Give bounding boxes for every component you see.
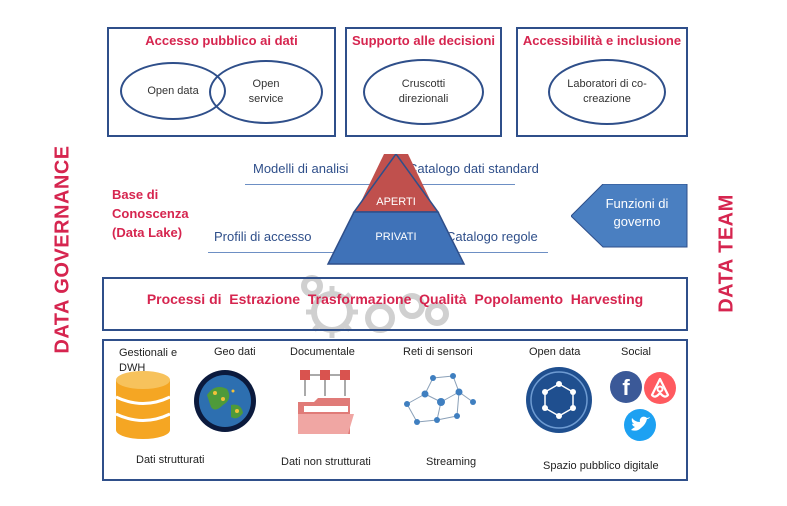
funzioni-governo-label: Funzioni di governo	[605, 196, 669, 230]
airbnb-icon	[644, 372, 676, 404]
group-dati-non-strutturati: Dati non strutturati	[281, 456, 371, 468]
pyramid-top-label: APERTI	[376, 196, 416, 208]
ellipse-cruscotti: Cruscotti direzionali	[363, 59, 484, 125]
group-spazio-pubblico: Spazio pubblico digitale	[543, 460, 659, 472]
ellipse-laboratori: Laboratori di co-creazione	[548, 59, 666, 125]
source-social: Social	[621, 346, 651, 358]
group-streaming: Streaming	[426, 456, 477, 468]
box-accessibilita: Accessibilità e inclusione Laboratori di…	[516, 27, 688, 137]
open-data-label: Open data	[147, 84, 199, 97]
label-catalogo-dati: Catalogo dati standard	[408, 161, 539, 176]
pyramid-bottom	[326, 211, 466, 265]
data-team-label: DATA TEAM	[715, 194, 738, 313]
open-service-label: Open service	[248, 78, 284, 105]
laboratori-label: Laboratori di co-creazione	[567, 78, 647, 105]
label-profili-accesso: Profili di accesso	[214, 229, 312, 244]
twitter-icon	[624, 409, 656, 441]
label-modelli-analisi: Modelli di analisi	[253, 161, 349, 176]
source-reti-sensori: Reti di sensori	[403, 346, 473, 358]
knowledge-base-title: Base di Conoscenza (Data Lake)	[112, 187, 189, 240]
source-documentale: Documentale	[290, 346, 355, 358]
box-accesso-pubblico: Accesso pubblico ai dati Open data Open …	[107, 27, 336, 137]
document-icon	[298, 370, 354, 434]
process-bar: Processi di Estrazione Trasformazione Qu…	[102, 277, 688, 331]
label-catalogo-regole: Catalogo regole	[446, 229, 538, 244]
box-accessibilita-title: Accessibilità e inclusione	[522, 33, 682, 48]
box-accesso-pubblico-title: Accesso pubblico ai dati	[145, 33, 298, 48]
box-supporto-decisioni-title: Supporto alle decisioni	[351, 33, 496, 48]
source-open-data: Open data	[529, 346, 581, 358]
cruscotti-label: Cruscotti direzionali	[398, 78, 449, 105]
pyramid-bottom-label: PRIVATI	[375, 231, 417, 243]
database-icon	[115, 371, 171, 439]
pyramid	[326, 154, 466, 265]
source-geo-dati: Geo dati	[214, 346, 256, 358]
group-dati-strutturati: Dati strutturati	[136, 454, 205, 466]
funzioni-governo-arrow	[571, 184, 688, 248]
open-data-icon	[526, 367, 592, 433]
box-supporto-decisioni: Supporto alle decisioni Cruscotti direzi…	[345, 27, 502, 137]
facebook-icon: f	[610, 371, 642, 403]
ellipse-open-service: Open service	[209, 60, 323, 124]
sensor-network-icon	[404, 373, 476, 425]
data-governance-label: DATA GOVERNANCE	[51, 145, 74, 354]
process-bar-label: Processi di Estrazione Trasformazione Qu…	[146, 291, 644, 307]
globe-icon	[194, 370, 256, 432]
